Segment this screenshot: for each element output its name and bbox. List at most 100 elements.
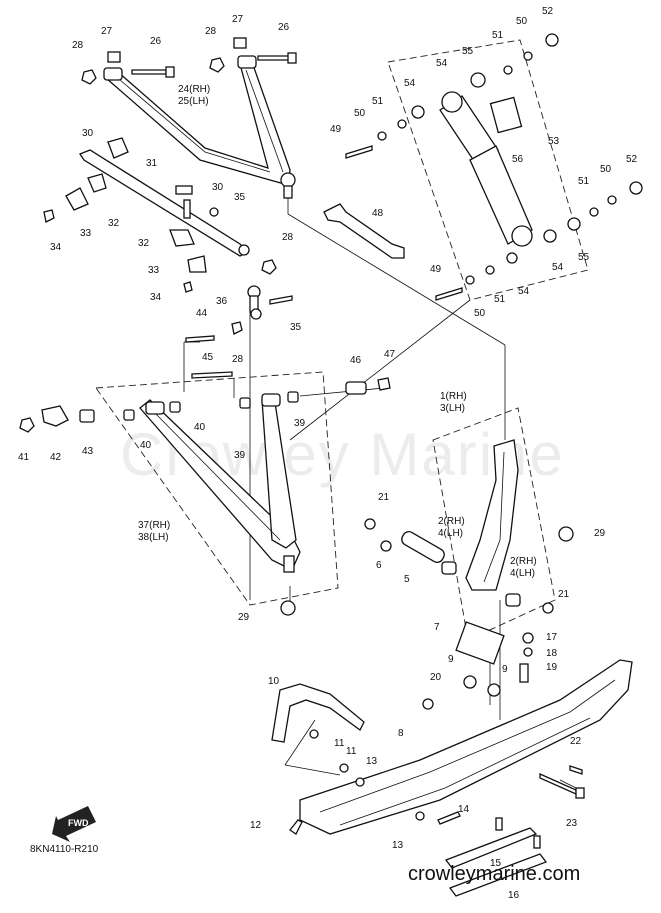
shock-absorber [345,33,643,301]
callout-7: 7 [434,622,440,633]
callout-4b: 4(LH) [510,568,535,579]
callout-42: 42 [50,452,62,463]
callout-27b: 27 [232,14,244,25]
callout-39b: 39 [294,418,306,429]
callout-52a: 52 [542,6,554,17]
diagram-code: 8KN4110-R210 [30,844,99,855]
callout-4a: 4(LH) [438,528,463,539]
callout-39a: 39 [234,450,246,461]
callout-27a: 27 [101,26,113,37]
shock-label-plate [489,96,523,134]
callout-49b: 49 [430,264,442,275]
group-frames [95,39,589,641]
callout-28d: 28 [232,354,244,365]
callout-49a: 49 [330,124,342,135]
callout-41: 41 [18,452,30,463]
callout-23: 23 [566,818,578,829]
stabilizer-bar [43,137,277,293]
callout-9a: 9 [448,654,454,665]
callout-29b: 29 [594,528,606,539]
callout-15: 15 [490,858,502,869]
callout-8: 8 [398,728,404,739]
fwd-label: FWD [68,818,89,828]
callout-50d: 50 [474,308,486,319]
ski [299,621,633,835]
callout-38: 38(LH) [138,532,169,543]
callout-55a: 55 [462,46,474,57]
shock-frame [387,39,589,301]
ski-loop [271,683,365,787]
callout-46: 46 [350,355,362,366]
upper-a-arm [103,55,296,199]
callout-34b: 34 [150,292,162,303]
callout-11a: 11 [334,738,345,749]
callout-26a: 26 [150,36,162,47]
callout-13a: 13 [366,756,378,767]
callout-22: 22 [570,736,582,747]
callout-11b: 11 [346,746,357,757]
callout-30a: 30 [82,128,94,139]
lower-arm-frame [95,371,339,606]
callout-13b: 13 [392,840,404,851]
callout-28a: 28 [72,40,84,51]
callout-43: 43 [82,446,94,457]
site-url: crowleymarine.com [408,863,580,885]
callout-55b: 55 [578,252,590,263]
callout-31: 31 [146,158,158,169]
callout-45: 45 [202,352,214,363]
callout-10: 10 [268,676,280,687]
spindle [364,439,574,614]
callout-12: 12 [250,820,262,831]
callout-33b: 33 [148,265,160,276]
callout-50c: 50 [600,164,612,175]
callout-36: 36 [216,296,228,307]
callout-37: 37(RH) [138,520,170,531]
shock-tool [323,203,405,259]
callout-19: 19 [546,662,558,673]
lower-arm-hardware [19,335,391,616]
callout-50a: 50 [516,16,528,27]
callout-9b: 9 [502,664,508,675]
callout-5: 5 [404,574,410,585]
callout-26b: 26 [278,22,290,33]
callout-labels: 28 27 26 28 27 26 24(RH) 25(LH) 30 31 32… [18,6,638,901]
callout-54a: 54 [436,58,448,69]
callout-50b: 50 [354,108,366,119]
spindle-frame [432,407,556,641]
callout-51c: 51 [578,176,590,187]
callout-2b: 2(RH) [510,556,537,567]
ski-saddle [455,621,505,665]
callout-54d: 54 [518,286,530,297]
callout-53: 53 [548,136,560,147]
callout-34a: 34 [50,242,62,253]
callout-33a: 33 [80,228,92,239]
callout-35a: 35 [234,192,246,203]
callout-16: 16 [508,890,520,901]
callout-44: 44 [196,308,208,319]
callout-20: 20 [430,672,442,683]
stabilizer-link [231,285,293,335]
callout-54b: 54 [404,78,416,89]
upper-arm-hardware [81,37,297,85]
callout-40b: 40 [194,422,206,433]
callout-14: 14 [458,804,470,815]
callout-56: 56 [512,154,524,165]
callout-29a: 29 [238,612,250,623]
callout-32a: 32 [108,218,120,229]
callout-48: 48 [372,208,384,219]
callout-54c: 54 [552,262,564,273]
callout-32b: 32 [138,238,150,249]
callout-47: 47 [384,349,396,360]
callout-52b: 52 [626,154,638,165]
callout-30b: 30 [212,182,224,193]
callout-51b: 51 [372,96,384,107]
callout-21a: 21 [378,492,390,503]
callout-25: 25(LH) [178,96,209,107]
callout-35b: 35 [290,322,302,333]
callout-24: 24(RH) [178,84,210,95]
callout-21b: 21 [558,589,570,600]
callout-1: 1(RH) [440,391,467,402]
callout-51d: 51 [494,294,506,305]
callout-17: 17 [546,632,558,643]
